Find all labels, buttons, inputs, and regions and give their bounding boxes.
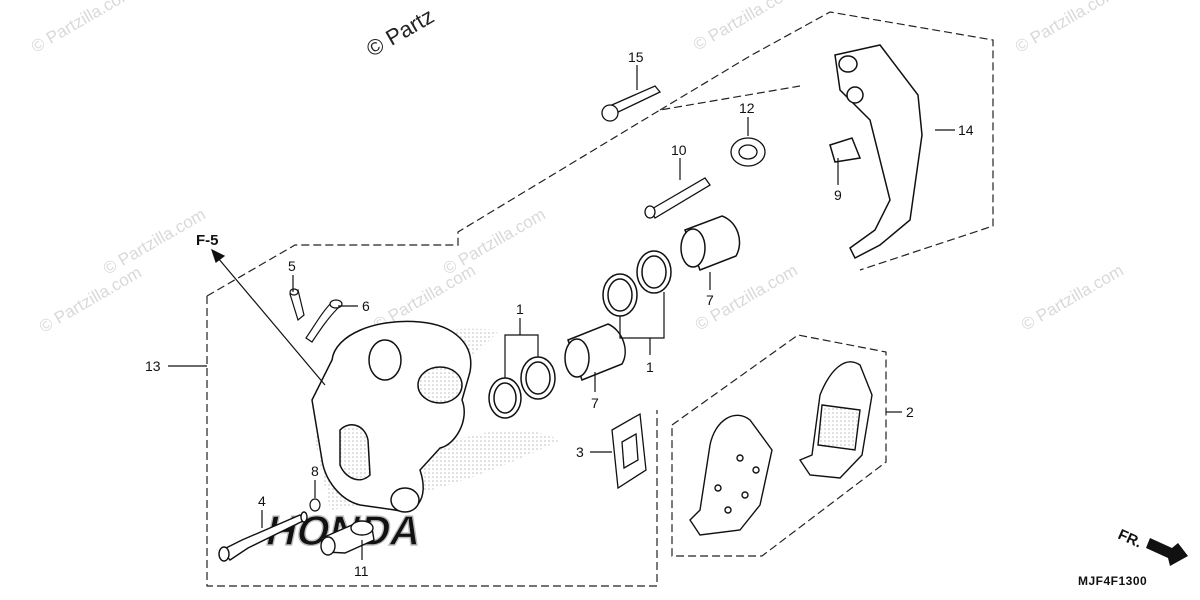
callout-4: 4 [258,493,266,509]
front-arrow-icon: FR. [1115,526,1188,566]
front-indicator: FR. [1115,526,1144,551]
callout-13: 13 [145,358,161,374]
callout-11: 11 [354,563,369,579]
callout-7-right: 7 [706,292,714,308]
section-reference: F-5 [196,232,219,249]
assembly-outline [206,11,994,587]
callout-9: 9 [834,187,842,203]
boot-part-12[interactable] [730,137,766,167]
callout-1-top: 1 [516,301,524,317]
callout-5: 5 [288,258,296,274]
callout-14: 14 [958,122,974,138]
washer-part-8[interactable] [309,498,321,512]
callout-2: 2 [906,404,914,420]
caliper-bracket-part[interactable] [829,44,923,260]
leader-lines [168,65,955,560]
callout-6: 6 [362,298,370,314]
callout-10: 10 [671,142,687,158]
piston-parts[interactable] [564,215,741,381]
callout-1-bottom: 1 [646,359,654,375]
brake-pad-parts[interactable] [689,361,873,536]
pad-spring-part[interactable] [611,412,647,490]
callout-12: 12 [739,100,755,116]
cap-part-6[interactable] [305,299,343,343]
callout-3: 3 [576,444,584,460]
callout-7-left: 7 [591,395,599,411]
diagram-code: MJF4F1300 [1078,574,1147,588]
bolt-part-15[interactable] [601,85,662,122]
caliper-body-part[interactable] [311,320,472,513]
callout-15: 15 [628,49,644,65]
slide-pin-part[interactable] [218,511,308,562]
bleeder-part-5[interactable] [289,288,305,322]
bolt-part-11[interactable] [320,520,375,556]
callout-8: 8 [311,463,319,479]
pad-kit-outline [671,334,887,557]
pin-bolt-part-10[interactable] [644,177,711,219]
